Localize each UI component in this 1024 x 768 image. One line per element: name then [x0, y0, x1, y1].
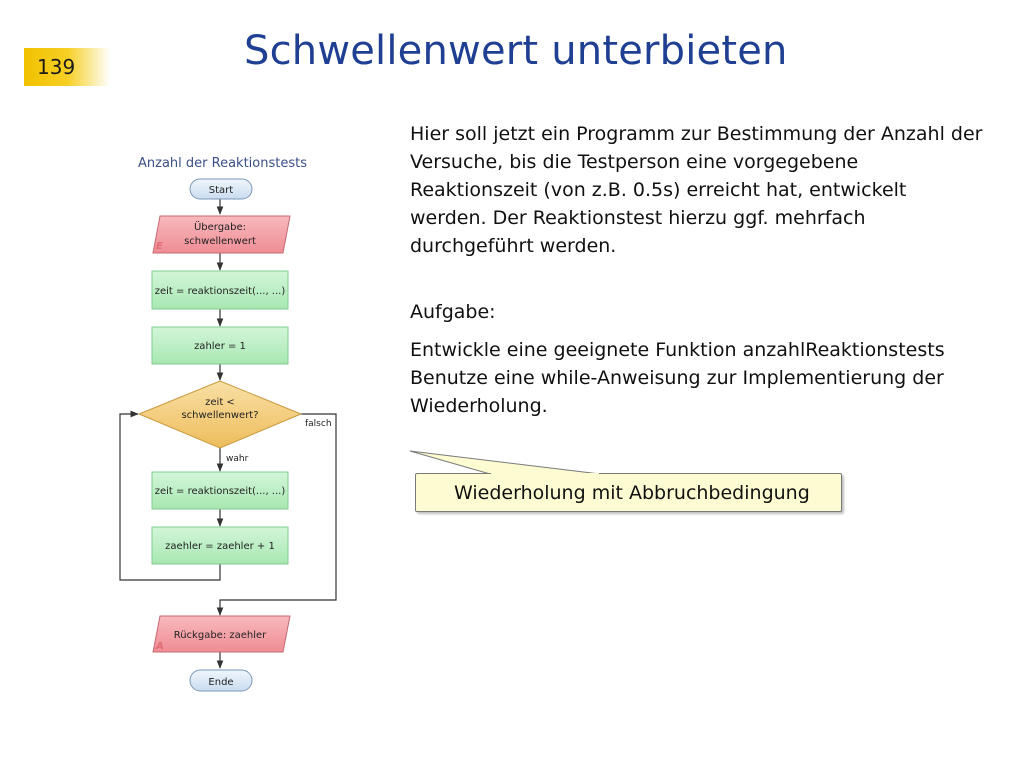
callout-text: Wiederholung mit Abbruchbedingung	[454, 481, 810, 504]
flowchart-input	[152, 215, 291, 254]
flowchart-output-marker: A	[155, 641, 164, 652]
flowchart-end-label: Ende	[208, 677, 233, 688]
task-line-1: Entwickle eine geeignete Funktion anzahl…	[410, 339, 945, 361]
flowchart-step-1	[151, 270, 289, 310]
flowchart-connectors	[119, 199, 337, 669]
flowchart-decision-label-2: schwellenwert?	[181, 410, 258, 421]
flowchart-loop-step-1-label: zeit = reaktionszeit(..., ...)	[155, 486, 286, 497]
callout-box: Wiederholung mit Abbruchbedingung	[415, 473, 842, 512]
task-line-2: Benutze eine while-Anweisung zur Impleme…	[410, 367, 944, 417]
intro-paragraph: Hier soll jetzt ein Programm zur Bestimm…	[410, 123, 983, 257]
flowchart-input-marker: E	[156, 241, 163, 252]
slide-title: Schwellenwert unterbieten	[244, 28, 788, 74]
flowchart-end	[189, 669, 253, 692]
slide-number: 139	[37, 55, 76, 79]
flowchart-label-true: wahr	[226, 454, 249, 464]
flowchart-label-false: falsch	[305, 419, 332, 429]
task-label: Aufgabe:	[410, 301, 496, 323]
flowchart-loop-step-1	[151, 471, 289, 510]
flowchart-step-2	[151, 326, 289, 365]
flowchart-start-label: Start	[209, 185, 234, 196]
flowchart-step-2-label: zahler = 1	[194, 341, 246, 352]
flowchart-loop-step-2	[151, 526, 289, 565]
flowchart-output	[152, 615, 291, 653]
flowchart-output-label: Rückgabe: zaehler	[174, 630, 267, 641]
flowchart-decision-label-1: zeit <	[205, 397, 235, 408]
flowchart-title: Anzahl der Reaktionstests	[138, 156, 307, 171]
flowchart-decision	[137, 380, 303, 449]
flowchart-step-1-label: zeit = reaktionszeit(..., ...)	[155, 286, 286, 297]
flowchart-start	[189, 178, 253, 200]
flowchart-input-label-2: schwellenwert	[184, 236, 256, 247]
flowchart-input-label-1: Übergabe:	[194, 220, 246, 233]
slide-number-badge: 139	[24, 48, 110, 86]
flowchart-loop-step-2-label: zaehler = zaehler + 1	[165, 541, 275, 552]
explanation-text: Hier soll jetzt ein Programm zur Bestimm…	[410, 120, 985, 420]
